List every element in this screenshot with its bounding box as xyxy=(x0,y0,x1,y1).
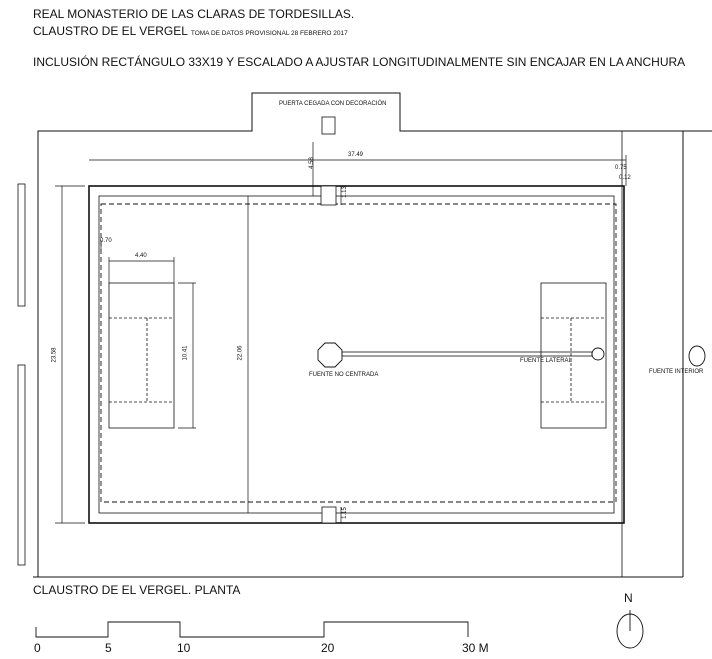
dim-label-door-top: 1.13 xyxy=(341,186,348,198)
dim-label-margin-left: 0.70 xyxy=(100,238,112,244)
dimension-lines xyxy=(55,142,627,524)
dim-label-door-bottom: 1.15 xyxy=(341,507,348,519)
door-top xyxy=(320,185,337,206)
plan-title: CLAUSTRO DE EL VERGEL. PLANTA xyxy=(33,583,241,597)
fountain-lateral-circle xyxy=(591,347,605,361)
dim-label-wall-a: 0.75 xyxy=(615,165,627,171)
cloister-outer-rect xyxy=(88,185,625,524)
title-line-1: REAL MONASTERIO DE LAS CLARAS DE TORDESI… xyxy=(33,7,355,21)
cloister-inner-rect xyxy=(98,195,615,514)
dim-label-outer-width: 23.58 xyxy=(51,347,58,363)
garden-bed-right xyxy=(540,282,607,429)
fountain-interior-circle xyxy=(688,345,706,367)
subtitle: INCLUSIÓN RECTÁNGULO 33X19 Y ESCALADO A … xyxy=(33,55,686,69)
rectangle-33x19-dashed xyxy=(100,203,617,503)
scale-tick-30: 30 M xyxy=(462,641,489,655)
dim-label-wall-b: 0.12 xyxy=(619,175,631,181)
garden-bed-left xyxy=(108,282,175,429)
window-slit-lower xyxy=(17,364,26,566)
window-slit-upper xyxy=(17,183,26,307)
door-bottom xyxy=(321,506,337,524)
scale-tick-10: 10 xyxy=(177,641,191,655)
dim-label-offset-top: 4.58 xyxy=(308,157,315,169)
fountain-octagon xyxy=(317,342,343,368)
scale-tick-20: 20 xyxy=(321,641,335,655)
label-fountain-interior: FUENTE INTERIOR xyxy=(649,369,704,375)
label-fountain-off-center: FUENTE NO CENTRADA xyxy=(309,372,379,378)
dim-label-inner-width: 22.06 xyxy=(237,345,244,361)
north-label: N xyxy=(624,591,633,605)
label-blind-door: PUERTA CEGADA CON DECORACIÓN xyxy=(279,101,387,107)
dim-label-bed-width: 4.40 xyxy=(135,253,147,259)
scale-bar xyxy=(35,621,469,638)
water-channel xyxy=(341,351,593,357)
survey-note: TOMA DE DATOS PROVISIONAL 28 FEBRERO 201… xyxy=(190,30,348,37)
dim-label-bed-length: 10.41 xyxy=(182,345,189,361)
outer-wall-top xyxy=(37,92,712,577)
cloister-name: CLAUSTRO DE EL VERGEL xyxy=(33,24,188,38)
scale-tick-0: 0 xyxy=(34,641,41,655)
blind-door-mark xyxy=(321,116,336,135)
label-fountain-lateral: FUENTE LATERAL xyxy=(520,358,572,364)
scale-tick-5: 5 xyxy=(105,641,112,655)
title-line-2: CLAUSTRO DE EL VERGEL TOMA DE DATOS PROV… xyxy=(33,24,348,38)
dim-label-total-length: 37.49 xyxy=(348,152,364,158)
